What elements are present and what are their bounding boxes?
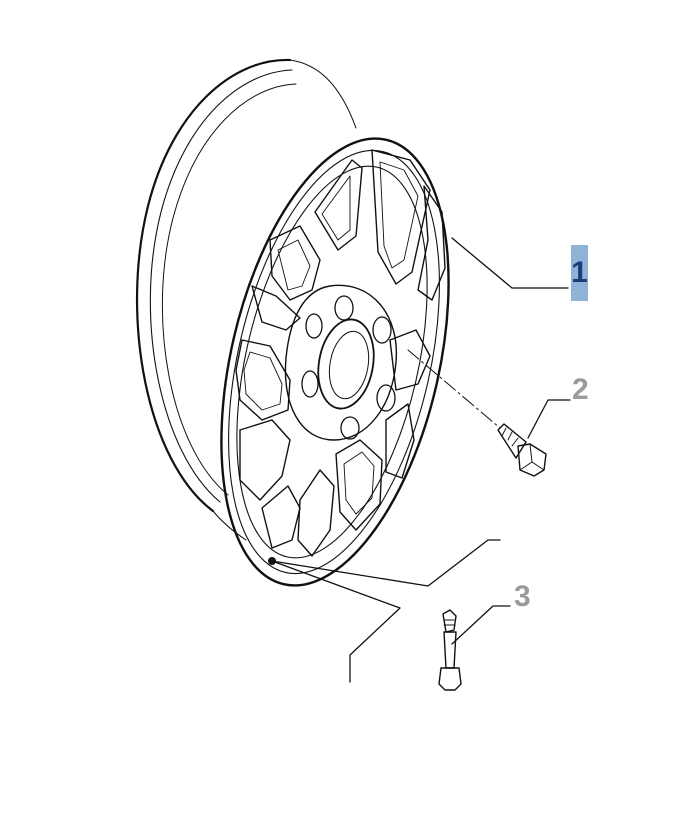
rim-front-inner: [236, 165, 428, 559]
centre-line-bolt: [407, 349, 501, 429]
leader-lines: [271, 237, 571, 683]
rim-barrel-line: [149, 69, 293, 503]
callout-3-label[interactable]: 3: [514, 580, 531, 613]
rim-barrel-line: [289, 59, 357, 129]
tyre-valve-drawing: [438, 609, 462, 691]
rim-front-lip: [228, 149, 440, 575]
leader-line-lower: [271, 560, 401, 683]
wheel-rim-drawing: [135, 58, 450, 587]
leader-line-1: [451, 237, 569, 289]
rim-barrel-line: [161, 83, 297, 496]
leader-line-upper: [271, 539, 501, 587]
wheel-bolt-drawing: [497, 423, 547, 477]
leader-line-2: [527, 399, 571, 439]
callout-1-label[interactable]: 1: [571, 245, 588, 301]
callout-2-label[interactable]: 2: [572, 373, 589, 406]
rim-front-outer: [220, 137, 450, 587]
leader-line-3: [451, 605, 511, 645]
bolt-holes: [301, 295, 396, 440]
rim-barrel-line: [212, 510, 247, 541]
rim-rear-flange: [135, 58, 292, 513]
rim-hub: [284, 284, 398, 441]
centre-bore: [317, 318, 375, 410]
spoke-windows: [235, 149, 446, 557]
